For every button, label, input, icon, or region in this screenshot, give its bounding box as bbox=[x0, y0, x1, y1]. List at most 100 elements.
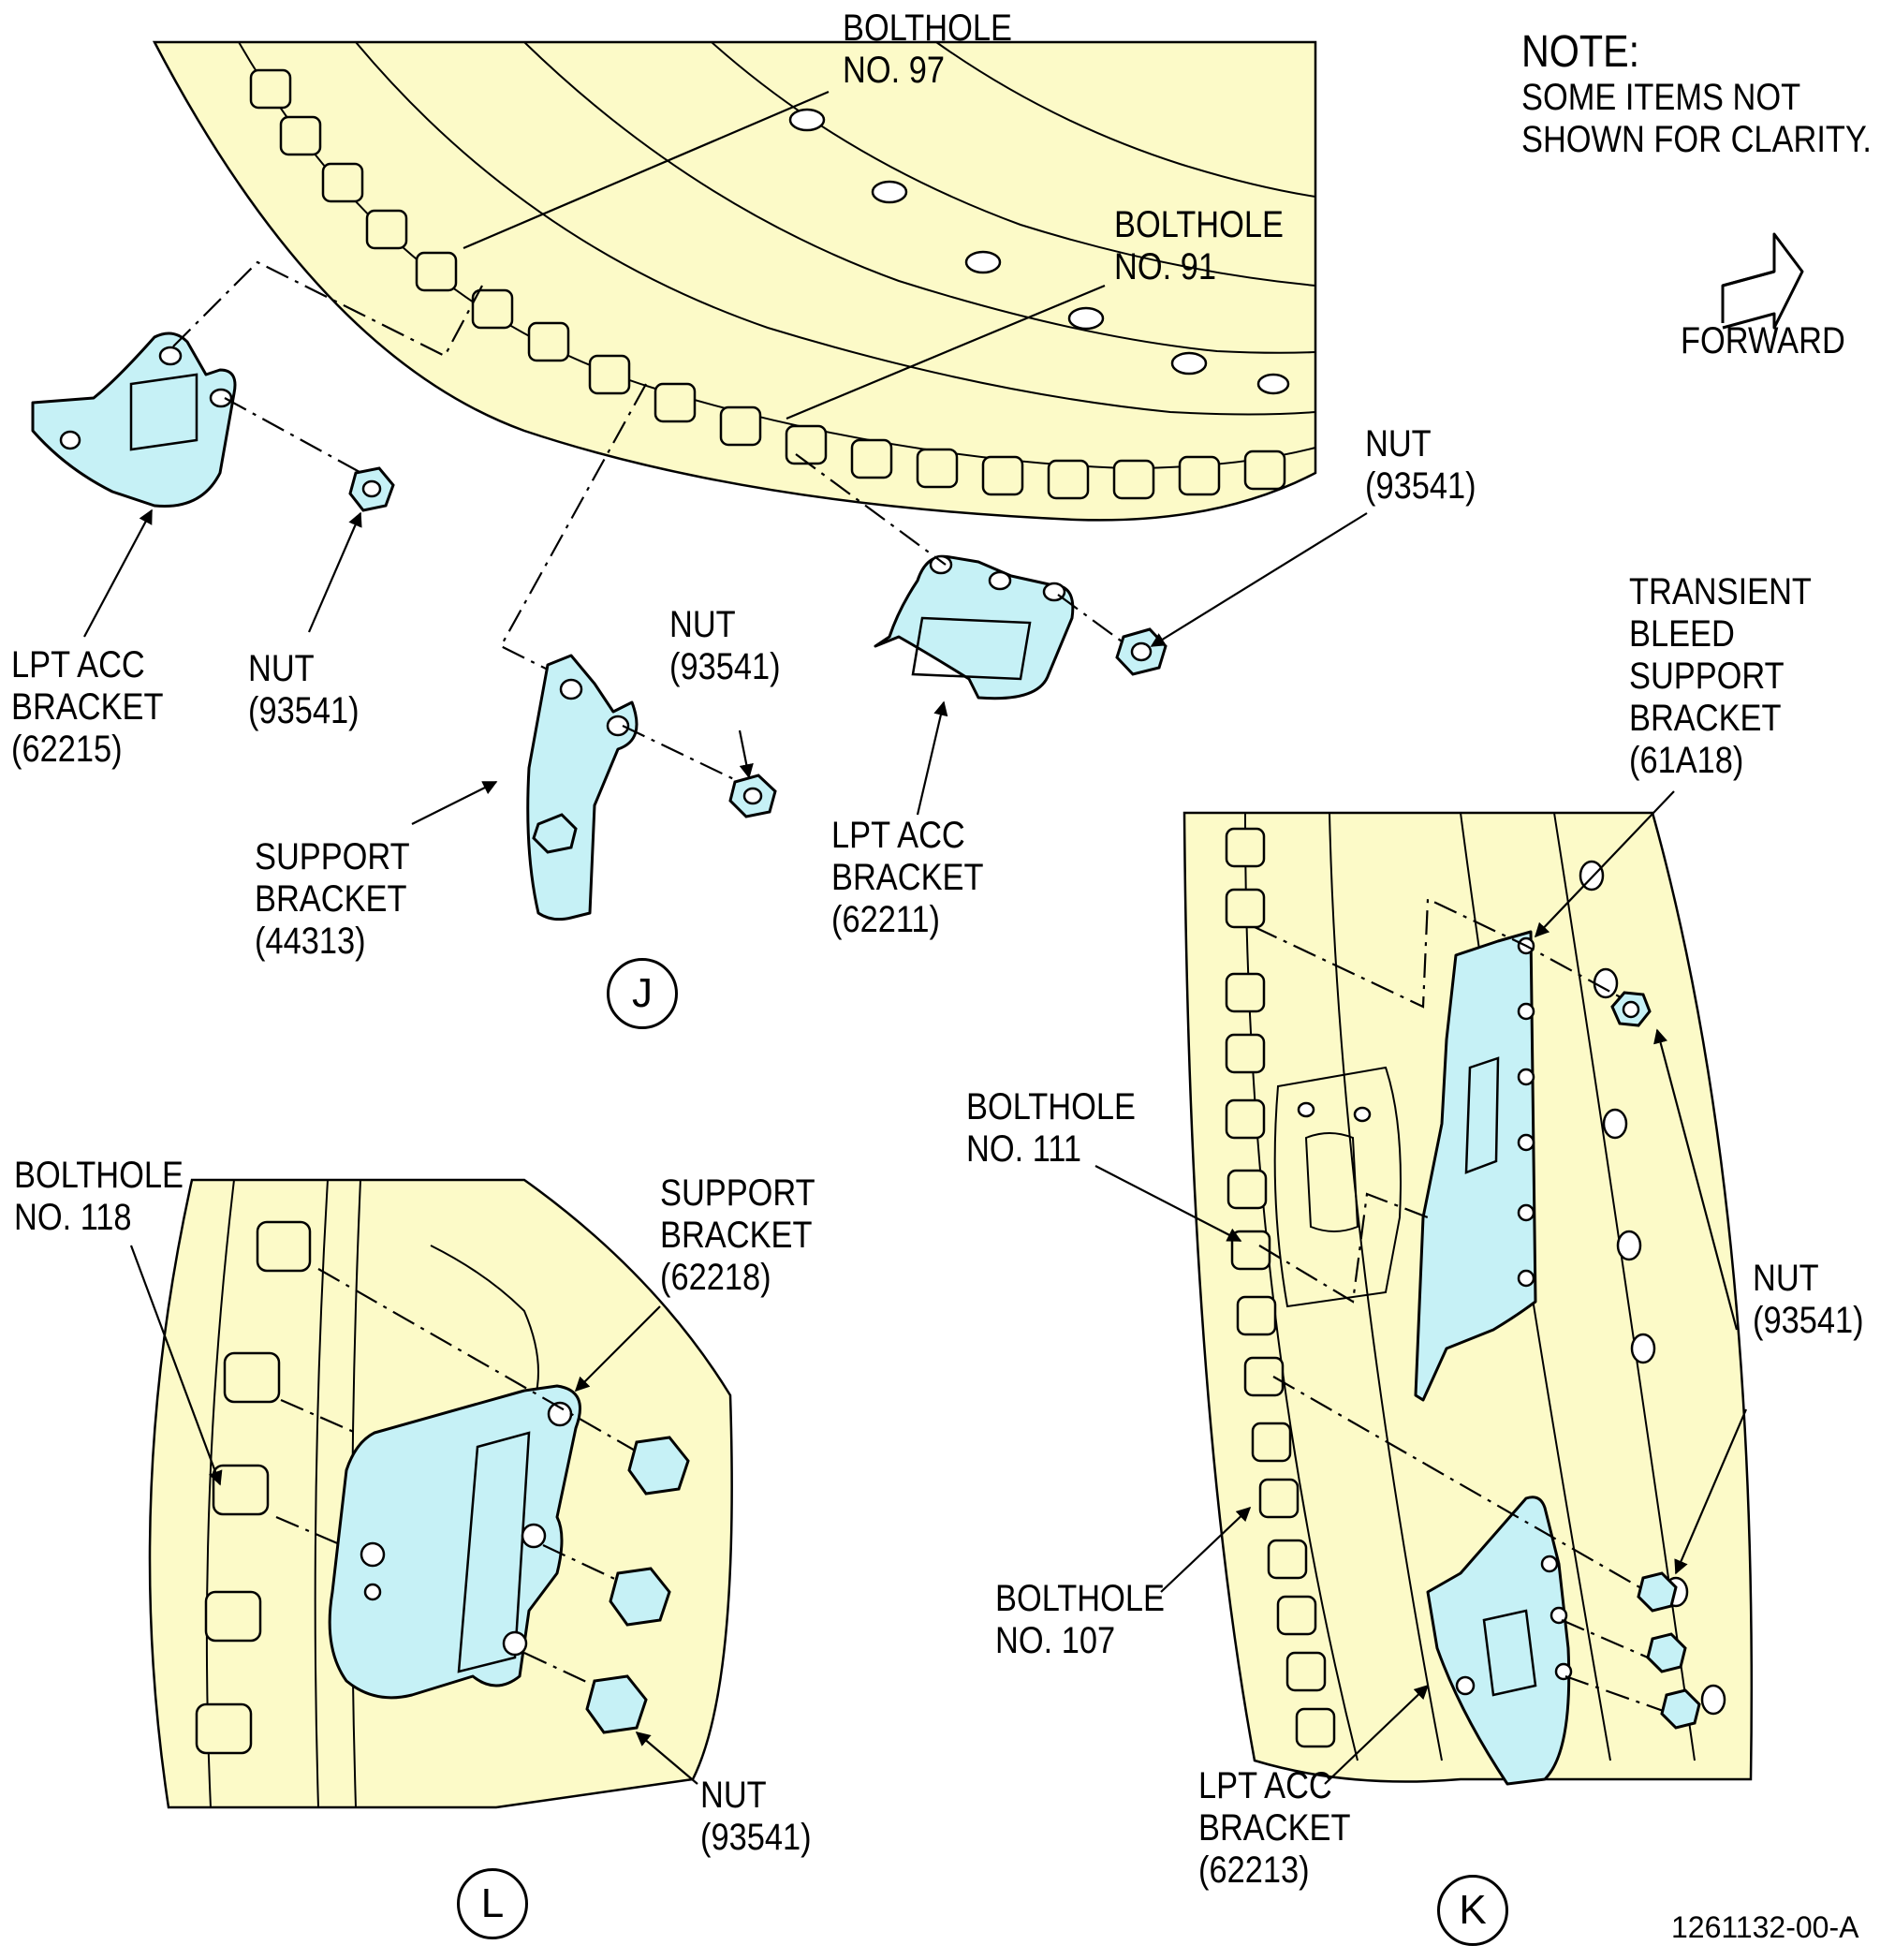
support-bracket-44313 bbox=[526, 654, 639, 921]
view-l-marker: L bbox=[457, 1868, 528, 1939]
j-nut-center bbox=[728, 774, 777, 818]
j-dash-line-1 bbox=[172, 260, 483, 358]
label-line: BRACKET bbox=[831, 857, 984, 898]
label-line: NO. 111 bbox=[966, 1128, 1082, 1170]
k-nuts-lower bbox=[1637, 1571, 1701, 1730]
label-k-nut: NUT (93541) bbox=[1753, 1258, 1864, 1342]
j-dash-line-5 bbox=[795, 453, 947, 566]
label-lpt-acc-bracket-62213: LPT ACC BRACKET (62213) bbox=[1198, 1765, 1350, 1892]
l-dash-line-4 bbox=[542, 1544, 624, 1584]
leader-k-nut-lower bbox=[1674, 1408, 1748, 1575]
view-k-bolt-column bbox=[1225, 827, 1336, 1748]
label-line: BRACKET bbox=[255, 878, 407, 920]
label-line: BOLTHOLE bbox=[843, 7, 1012, 49]
view-j-marker: J bbox=[607, 958, 678, 1029]
support-bracket-62218 bbox=[328, 1384, 581, 1700]
label-line: NO. 118 bbox=[14, 1197, 132, 1238]
lpt-acc-bracket-62213 bbox=[1426, 1496, 1573, 1786]
transient-bleed-support-bracket-61a18 bbox=[1414, 930, 1537, 1402]
label-line: BLEED bbox=[1629, 613, 1735, 655]
label-line: (61A18) bbox=[1629, 740, 1744, 781]
l-nuts bbox=[585, 1436, 690, 1734]
l-dash-line-2 bbox=[280, 1398, 357, 1435]
figure-number: 1261132-00-A bbox=[1671, 1910, 1859, 1944]
leader-bolthole-107 bbox=[1160, 1506, 1252, 1593]
label-support-bracket-44313: SUPPORT BRACKET (44313) bbox=[255, 836, 410, 963]
label-l-nut: NUT (93541) bbox=[700, 1775, 812, 1859]
leader-transient-bleed-61a18 bbox=[1534, 790, 1675, 938]
leader-j-nut-center bbox=[738, 729, 754, 779]
leader-k-nut-upper bbox=[1653, 1028, 1739, 1331]
label-line: NO. 107 bbox=[995, 1620, 1116, 1661]
leader-lpt-62211 bbox=[916, 700, 948, 816]
label-line: LPT ACC bbox=[831, 815, 965, 856]
k-dash-line-1 bbox=[1254, 897, 1630, 1009]
label-line: TRANSIENT bbox=[1629, 571, 1812, 612]
label-line: NUT bbox=[1753, 1258, 1819, 1299]
label-line: NUT bbox=[700, 1775, 767, 1816]
label-line: (93541) bbox=[700, 1817, 812, 1858]
label-line: LPT ACC bbox=[1198, 1765, 1332, 1806]
leader-bolthole-97 bbox=[463, 90, 830, 250]
label-line: SUPPORT bbox=[660, 1172, 815, 1214]
label-line: BRACKET bbox=[1629, 698, 1782, 739]
j-dash-line-4 bbox=[622, 725, 741, 783]
note-line-2: SHOWN FOR CLARITY. bbox=[1521, 119, 1872, 160]
label-line: NO. 97 bbox=[843, 50, 945, 91]
label-line: (44313) bbox=[255, 921, 366, 962]
label-line: (62211) bbox=[831, 899, 941, 940]
view-j-ring-holes bbox=[788, 108, 1290, 395]
view-k-marker: K bbox=[1437, 1875, 1508, 1946]
note-block: NOTE: SOME ITEMS NOT SHOWN FOR CLARITY. bbox=[1521, 28, 1872, 161]
note-line-1: SOME ITEMS NOT bbox=[1521, 77, 1801, 118]
label-line: BOLTHOLE bbox=[995, 1578, 1165, 1619]
leader-lpt-62213 bbox=[1324, 1684, 1430, 1785]
label-line: NUT bbox=[1365, 423, 1432, 464]
label-line: BOLTHOLE bbox=[14, 1155, 184, 1196]
label-line: (62218) bbox=[660, 1257, 771, 1298]
leader-support-62218 bbox=[574, 1305, 661, 1393]
leader-j-nut-left bbox=[307, 511, 362, 633]
k-mounting-plate bbox=[1273, 1066, 1402, 1308]
j-dash-line-6 bbox=[1057, 594, 1129, 647]
label-transient-bleed-support-bracket: TRANSIENT BLEED SUPPORT BRACKET (61A18) bbox=[1629, 571, 1812, 782]
label-line: BOLTHOLE bbox=[966, 1086, 1136, 1127]
leader-bolthole-91 bbox=[786, 284, 1106, 420]
view-l-bolt-column bbox=[195, 1220, 312, 1755]
label-bolthole-91: BOLTHOLE NO. 91 bbox=[1114, 204, 1284, 288]
k-dash-line-2 bbox=[1258, 1192, 1429, 1304]
forward-arrow-icon bbox=[1721, 232, 1804, 330]
note-heading: NOTE: bbox=[1521, 27, 1640, 77]
label-line: (93541) bbox=[1753, 1300, 1864, 1341]
label-line: (93541) bbox=[669, 646, 781, 687]
j-nut-right bbox=[1115, 627, 1168, 676]
label-line: BRACKET bbox=[11, 686, 164, 728]
label-line: (62215) bbox=[11, 729, 123, 770]
label-line: (93541) bbox=[1365, 465, 1476, 507]
label-line: NUT bbox=[669, 604, 736, 645]
l-dash-line-3 bbox=[275, 1515, 343, 1547]
k-dash-line-5 bbox=[1564, 1674, 1672, 1716]
label-j-nut-right: NUT (93541) bbox=[1365, 423, 1476, 508]
label-line: NO. 91 bbox=[1114, 246, 1216, 287]
label-support-bracket-62218: SUPPORT BRACKET (62218) bbox=[660, 1172, 815, 1299]
l-dash-line-1 bbox=[317, 1268, 638, 1452]
leader-j-nut-right bbox=[1150, 512, 1368, 647]
label-bolthole-111: BOLTHOLE NO. 111 bbox=[966, 1086, 1136, 1171]
leader-lpt-62215 bbox=[83, 508, 153, 638]
k-nut-upper bbox=[1610, 991, 1652, 1027]
label-bolthole-107: BOLTHOLE NO. 107 bbox=[995, 1578, 1165, 1662]
label-line: (62213) bbox=[1198, 1849, 1310, 1891]
label-line: SUPPORT bbox=[1629, 656, 1785, 697]
leader-support-44313 bbox=[411, 781, 498, 825]
label-line: BOLTHOLE bbox=[1114, 204, 1284, 245]
forward-label: FORWARD bbox=[1681, 320, 1845, 361]
j-nut-left bbox=[348, 466, 395, 512]
label-bolthole-118: BOLTHOLE NO. 118 bbox=[14, 1155, 184, 1239]
label-line: BRACKET bbox=[1198, 1807, 1351, 1849]
label-bolthole-97: BOLTHOLE NO. 97 bbox=[843, 7, 1012, 92]
label-j-nut-center: NUT (93541) bbox=[669, 604, 781, 688]
lpt-acc-bracket-62211 bbox=[874, 554, 1075, 700]
